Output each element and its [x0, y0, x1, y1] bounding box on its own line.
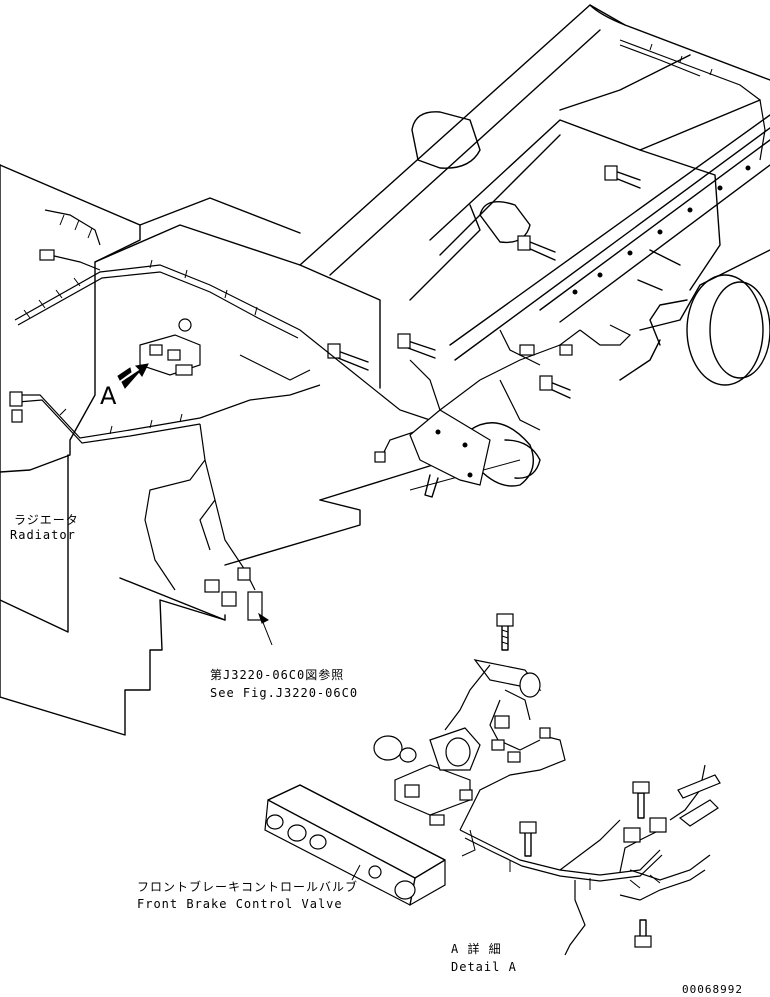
detail-label-en: Detail A: [451, 960, 517, 974]
radiator-label-en: Radiator: [10, 528, 76, 542]
detail-label-jp: A 詳 細: [451, 942, 502, 956]
detail-a-arrow: [117, 363, 149, 389]
small-valve-assembly: [139, 318, 201, 376]
ref-leader: [258, 612, 273, 646]
label-leaders: [351, 864, 361, 881]
detail-a-callout: A: [100, 382, 117, 410]
drawing-number: 00068992: [682, 983, 743, 996]
frame: [299, 4, 770, 487]
detail-a-assembly: [264, 613, 721, 956]
valve-label-en: Front Brake Control Valve: [137, 897, 343, 911]
valve-label-jp: フロントブレーキコントロールバルブ: [137, 880, 359, 894]
center-bracket: [409, 409, 491, 498]
wiring-harness: [9, 39, 766, 621]
ref-label-jp: 第J3220-06C0図参照: [210, 668, 345, 682]
ref-label-en: See Fig.J3220-06C0: [210, 686, 359, 700]
radiator-label-jp: ラジエータ: [14, 513, 79, 527]
frame-bolts: [327, 165, 641, 399]
